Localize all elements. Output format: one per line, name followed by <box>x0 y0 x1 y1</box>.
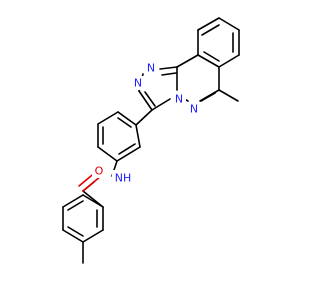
bond <box>138 90 153 111</box>
bond <box>218 89 239 102</box>
bond <box>62 194 84 208</box>
bond <box>82 175 102 192</box>
atom-o-carbonyl: O <box>95 165 104 178</box>
atom-labels: N N N N NH O <box>92 61 201 186</box>
bond <box>82 229 104 243</box>
bond <box>159 66 178 70</box>
bond <box>197 54 220 68</box>
bond <box>97 146 118 162</box>
atom-n-bridgehead: N <box>175 93 183 106</box>
bond <box>151 98 171 111</box>
bond <box>117 111 137 126</box>
bond <box>203 51 220 62</box>
bond <box>67 226 84 237</box>
bond <box>218 17 240 31</box>
bond <box>135 109 153 126</box>
bond <box>144 91 156 107</box>
atom-n-triazole-1: N <box>147 62 155 75</box>
bond <box>197 17 220 31</box>
bond <box>67 200 84 211</box>
bond <box>161 72 177 76</box>
bond <box>117 117 132 128</box>
bond <box>135 124 141 148</box>
bond <box>200 92 216 102</box>
atom-n-triazole-2: N <box>134 77 142 90</box>
bond <box>118 143 136 155</box>
bond <box>201 24 220 36</box>
chemical-structure-diagram: N N N N NH O <box>62 17 240 264</box>
atom-n-pyridazine: N <box>190 103 198 116</box>
bond <box>218 54 240 68</box>
bond <box>82 194 104 208</box>
bond <box>176 54 199 68</box>
bond <box>97 111 119 125</box>
bond-lines <box>62 17 240 264</box>
bond <box>62 229 84 243</box>
atom-nh-amide: NH <box>115 172 132 185</box>
bond <box>116 146 141 162</box>
